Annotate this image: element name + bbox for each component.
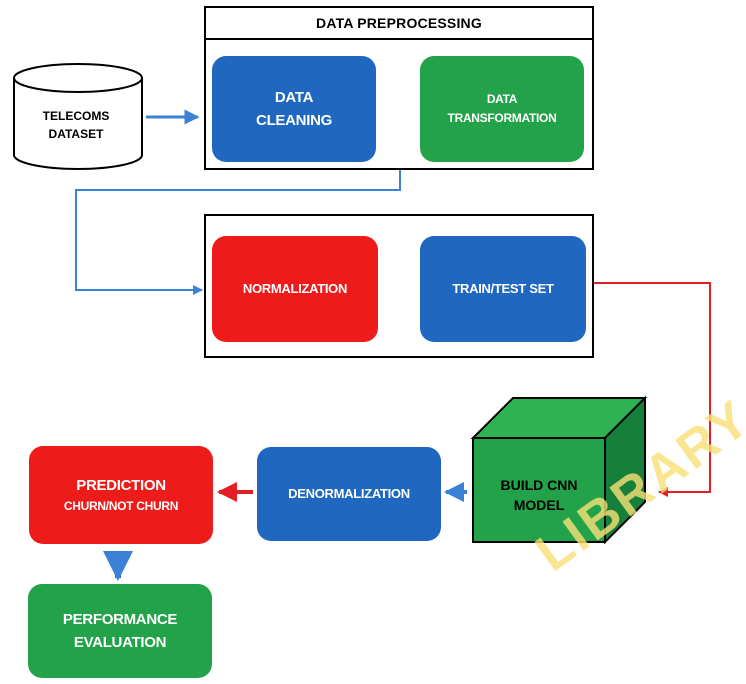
performance-evaluation-line-1: PERFORMANCE bbox=[62, 610, 178, 628]
arrow-split-to-cnn bbox=[586, 282, 711, 497]
performance-evaluation-line-2: EVALUATION bbox=[73, 634, 167, 651]
cnn-model-label: BUILD CNN MODEL bbox=[478, 460, 600, 530]
denormalization-box: DENORMALIZATION bbox=[257, 447, 441, 541]
train-test-set-box: TRAIN/TEST SET bbox=[420, 236, 586, 342]
prediction-line-2: CHURN/NOT CHURN bbox=[63, 499, 179, 514]
train-test-set-label: TRAIN/TEST SET bbox=[452, 280, 554, 296]
cnn-model-line-2: MODEL bbox=[513, 497, 565, 513]
arrow-preprocessing-to-normalization bbox=[75, 168, 401, 295]
dataset-label: TELECOMS DATASET bbox=[20, 98, 132, 152]
dataset-label-line-1: TELECOMS bbox=[42, 109, 110, 123]
dataset-label-line-2: DATASET bbox=[48, 127, 104, 141]
performance-evaluation-box: PERFORMANCE EVALUATION bbox=[28, 584, 212, 678]
preprocessing-title: DATA PREPROCESSING bbox=[206, 8, 592, 40]
normalization-box: NORMALIZATION bbox=[212, 236, 378, 342]
denormalization-label: DENORMALIZATION bbox=[288, 485, 410, 501]
data-cleaning-line-1: DATA bbox=[274, 88, 314, 106]
data-cleaning-line-2: CLEANING bbox=[256, 112, 332, 129]
data-transformation-line-1: DATA bbox=[486, 92, 518, 107]
data-transformation-box: DATA TRANSFORMATION bbox=[420, 56, 584, 162]
prediction-line-1: PREDICTION bbox=[76, 477, 166, 495]
data-transformation-line-2: TRANSFORMATION bbox=[447, 111, 557, 125]
data-cleaning-box: DATA CLEANING bbox=[212, 56, 376, 162]
cnn-cube-icon bbox=[470, 395, 648, 545]
prediction-box: PREDICTION CHURN/NOT CHURN bbox=[29, 446, 213, 544]
database-cylinder-icon bbox=[13, 63, 143, 170]
normalization-label: NORMALIZATION bbox=[242, 280, 348, 296]
cnn-model-line-1: BUILD CNN bbox=[500, 476, 578, 493]
